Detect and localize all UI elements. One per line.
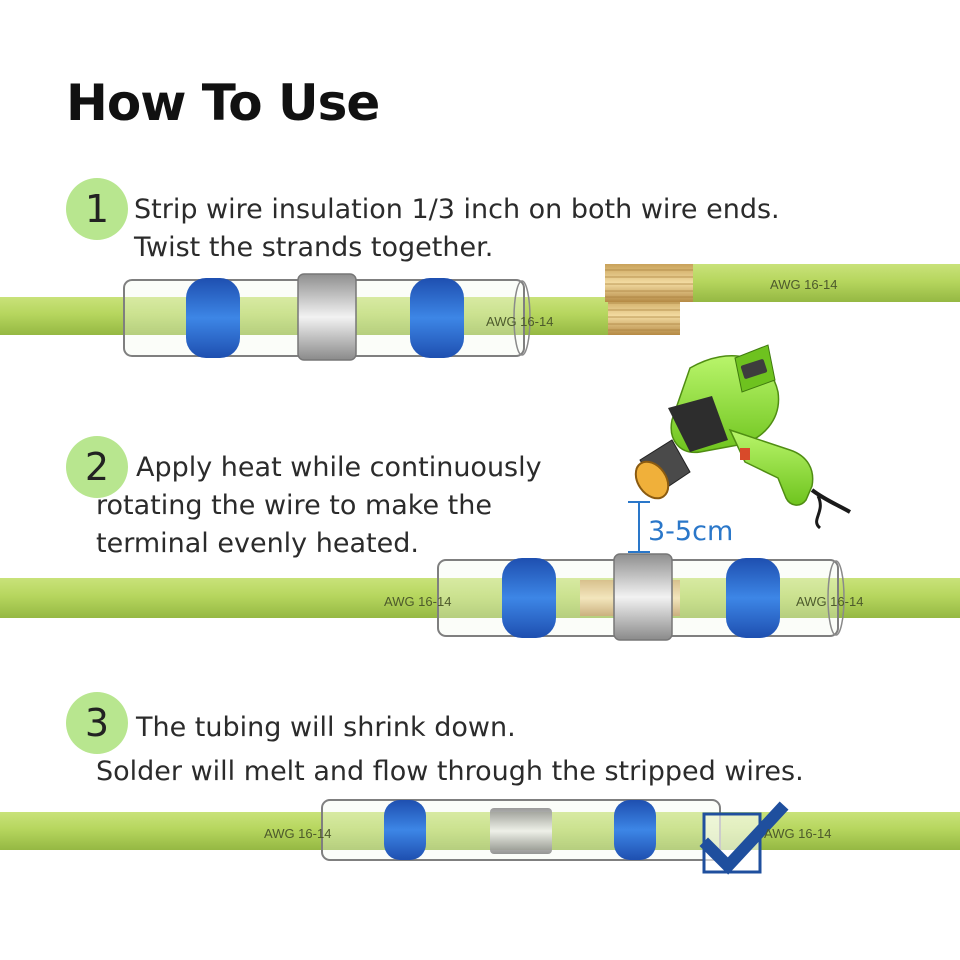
wire (690, 264, 960, 302)
blue-seal-ring (502, 558, 556, 638)
step-3-diagram: AWG 16-14 AWG 16-14 (0, 799, 960, 875)
step-1-line-1: Strip wire insulation 1/3 inch on both w… (134, 194, 780, 225)
step-2-line-2: rotating the wire to make the (96, 490, 492, 521)
step-2-line-3: terminal evenly heated. (96, 528, 419, 559)
blue-seal-ring (726, 558, 780, 638)
step-3-line-1: The tubing will shrink down. (136, 712, 516, 743)
page-title: How To Use (66, 74, 380, 132)
wire-label: AWG 16-14 (770, 277, 837, 292)
step-1-diagram: AWG 16-14 AWG 16-14 (0, 264, 960, 361)
wire-label: AWG 16-14 (764, 826, 831, 841)
blue-seal-ring (614, 800, 656, 860)
wire (0, 578, 960, 618)
distance-label: 3-5cm (648, 516, 733, 547)
wire-label: AWG 16-14 (796, 594, 863, 609)
checkmark-icon (699, 801, 789, 875)
solder-ring (613, 553, 673, 641)
wire-label: AWG 16-14 (264, 826, 331, 841)
wire-label: AWG 16-14 (384, 594, 451, 609)
step-3-line-2: Solder will melt and flow through the st… (96, 756, 804, 787)
distance-indicator: 3-5cm (628, 501, 733, 553)
step-3-badge: 3 (66, 692, 128, 754)
blue-seal-ring (384, 800, 426, 860)
wire (0, 812, 960, 850)
solder-ring (297, 273, 357, 361)
melted-solder (490, 808, 552, 854)
step-1-badge: 1 (66, 178, 128, 240)
step-1-line-2: Twist the strands together. (134, 232, 494, 263)
wire-label: AWG 16-14 (486, 314, 553, 329)
step-2-badge: 2 (66, 436, 128, 498)
blue-seal-ring (186, 278, 240, 358)
step-2-line-1: Apply heat while continuously (136, 452, 542, 483)
heat-gun-icon (634, 344, 852, 530)
step-2-diagram: AWG 16-14 AWG 16-14 (0, 553, 960, 641)
blue-seal-ring (410, 278, 464, 358)
